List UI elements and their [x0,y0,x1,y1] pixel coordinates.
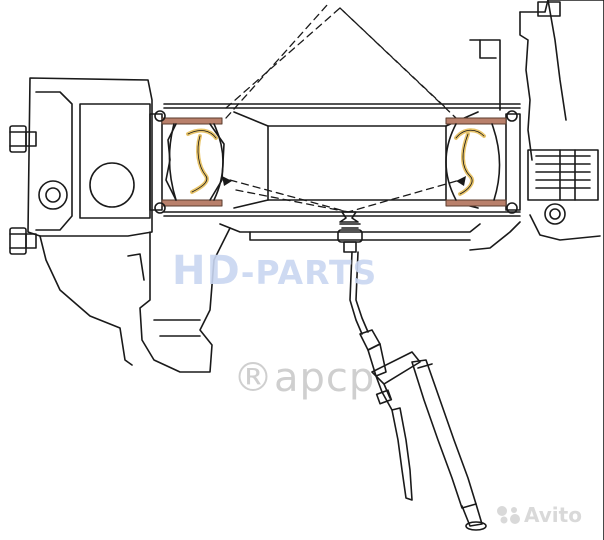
frame-bolt-head [544,203,566,225]
grease-gun [359,329,487,531]
avito-watermark-text: Avito [524,503,582,527]
left-housing [9,77,231,373]
grease-groove-right [454,128,486,196]
parts-watermark-text: -PARTS [240,253,378,292]
right-seal-lower [445,199,507,207]
grease-hose [349,251,369,335]
brand-watermark: ®apcp [233,355,376,401]
hex-bolt-lower [9,227,27,255]
left-bushing [149,110,225,214]
avito-watermark: Avito [496,503,582,527]
left-seal-upper [161,117,223,125]
hex-bolt-upper [9,125,27,153]
left-seal-lower [161,199,223,207]
right-seal-upper [445,117,507,125]
grease-groove-left [186,128,218,194]
grease-nipple [337,211,363,253]
right-mounting-frame [469,0,604,540]
grease-gun-barrel [411,359,477,509]
center-pin [267,125,447,201]
splined-shaft [527,149,599,201]
hd-watermark-text: HD [172,248,241,294]
hd-parts-watermark: HD-PARTS [172,248,377,294]
grease-gun-lever [391,407,413,501]
right-bushing [445,110,521,214]
avito-logo-icon [497,506,520,524]
grease-gun-head [371,351,421,385]
